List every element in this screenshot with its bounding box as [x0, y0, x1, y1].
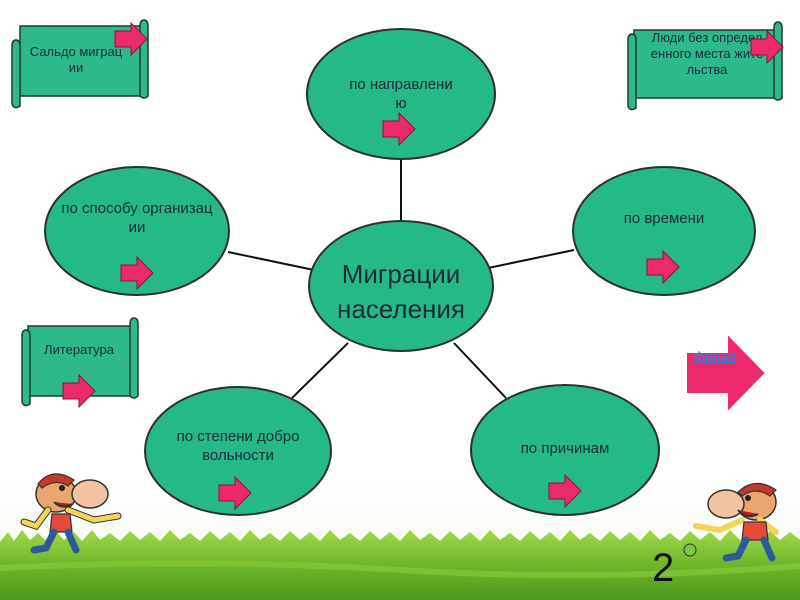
arrow-literature[interactable]	[62, 374, 96, 408]
scroll-saldo-label: Сальдо миграции	[29, 44, 123, 75]
connector-voluntariness	[291, 342, 349, 399]
right-arrow-icon	[114, 22, 148, 56]
node-direction-label: по направлению	[349, 76, 453, 112]
arrow-voluntariness[interactable]	[218, 476, 252, 510]
right-arrow-icon	[120, 256, 154, 290]
connector-time	[487, 249, 575, 269]
grass-decoration	[0, 530, 800, 600]
cartoon-boy-left-icon	[20, 473, 122, 554]
final-button[interactable]: финал	[685, 332, 767, 414]
node-voluntariness-label: по степени добровольности	[176, 428, 300, 464]
right-arrow-icon	[218, 476, 252, 510]
right-arrow-icon	[750, 30, 784, 64]
connector-organization	[227, 251, 315, 271]
scroll-literature-label: Литература	[44, 342, 114, 357]
arrow-time[interactable]	[646, 250, 680, 284]
scroll-homeless[interactable]: Люди без определенного места жительства	[624, 16, 788, 112]
node-organization: по способу организации	[44, 166, 230, 296]
node-reasons-label: по причинам	[520, 439, 610, 457]
arrow-reasons[interactable]	[548, 474, 582, 508]
right-arrow-icon	[646, 250, 680, 284]
scroll-shape	[627, 21, 783, 111]
scroll-homeless-label: Люди без определенного места жительства	[650, 30, 764, 77]
arrow-direction[interactable]	[382, 112, 416, 146]
cartoon-boy-right-icon	[683, 482, 779, 562]
right-arrow-icon	[382, 112, 416, 146]
connector-reasons	[453, 342, 507, 399]
arrow-saldo[interactable]	[114, 22, 148, 56]
scroll-saldo[interactable]: Сальдо миграции	[8, 16, 152, 110]
center-node: Миграции населения	[308, 220, 494, 352]
scroll-literature[interactable]: Литература	[18, 312, 144, 408]
right-arrow-icon	[62, 374, 96, 408]
final-link-label: финал	[693, 349, 737, 364]
scroll-shape	[21, 317, 139, 407]
arrow-homeless[interactable]	[750, 30, 784, 64]
center-node-label: Миграции населения	[336, 259, 465, 324]
node-time-label: по времени	[623, 209, 705, 227]
scroll-shape	[11, 19, 149, 109]
node-organization-label: по способу организации	[61, 200, 213, 236]
arrow-organization[interactable]	[120, 256, 154, 290]
big-right-arrow-icon	[685, 332, 767, 414]
page-number: 2	[652, 546, 675, 590]
right-arrow-icon	[548, 474, 582, 508]
